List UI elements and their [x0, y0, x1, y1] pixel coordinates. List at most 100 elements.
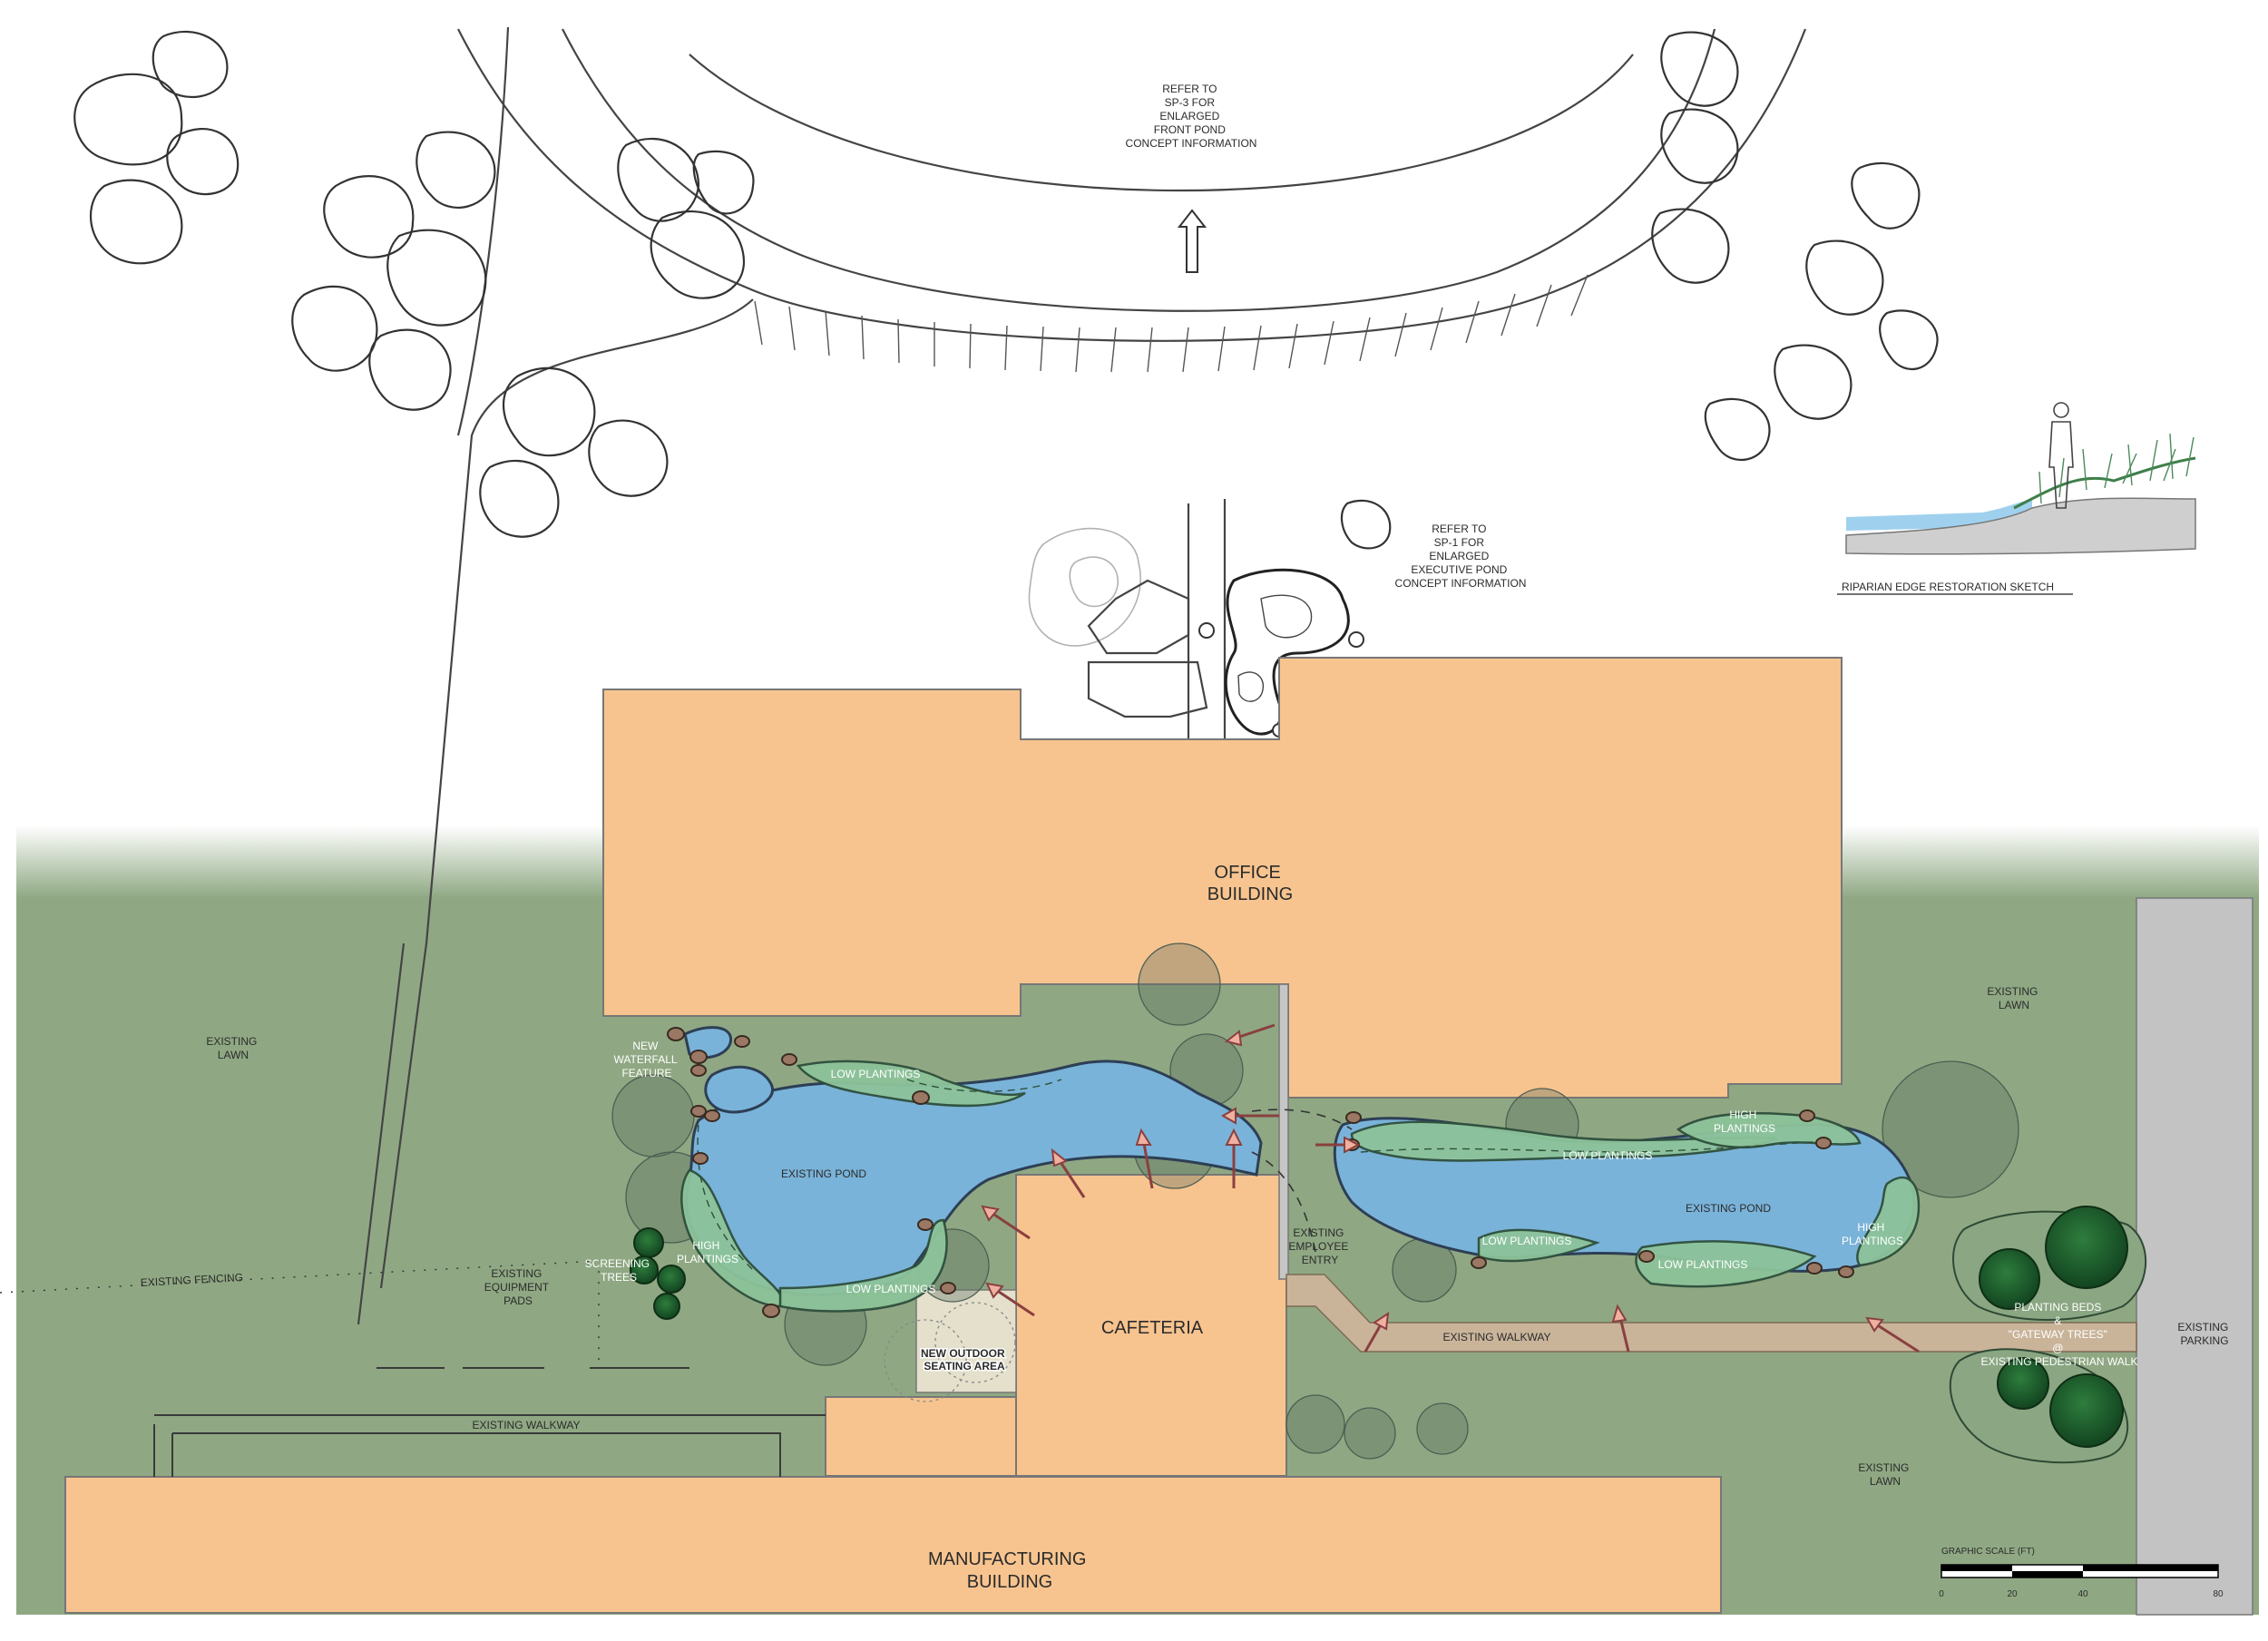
planting-beds-line5: EXISTING PEDESTRIAN WALK	[1981, 1355, 2138, 1368]
employee-entry-line1: EXISTING	[1293, 1226, 1344, 1239]
existing-walkway-bottom-label: EXISTING WALKWAY	[473, 1419, 581, 1431]
high-plantings-left-line2: PLANTINGS	[677, 1253, 738, 1265]
svg-text:PLANTING BEDS & "G: PLANTING BEDS & "GATEWAY TREES" @ EXISTI…	[1981, 1301, 2138, 1368]
entry-road	[357, 26, 1807, 1325]
parking-stalls	[754, 274, 1589, 373]
riparian-sketch-title: RIPARIAN EDGE RESTORATION SKETCH	[1842, 581, 2054, 593]
svg-text:OFFICE BUILDING: OFFICE BUILDING	[1207, 863, 1293, 904]
existing-pond-left-label: EXISTING POND	[781, 1167, 866, 1180]
office-building-line1: OFFICE	[1215, 863, 1281, 883]
screening-trees-line2: TREES	[601, 1271, 637, 1284]
svg-text:REFER TO SP-3 FOR: REFER TO SP-3 FOR ENLARGED FRONT POND CO…	[1126, 83, 1257, 150]
new-waterfall-line1: NEW	[632, 1040, 659, 1052]
existing-pond-right-label: EXISTING POND	[1686, 1202, 1771, 1215]
cafeteria-building	[1015, 1174, 1287, 1477]
high-plantings-left-line1: HIGH	[692, 1239, 719, 1252]
scale-title: GRAPHIC SCALE (FT)	[1941, 1547, 2035, 1557]
connector-channel	[1251, 1109, 1353, 1253]
existing-fencing-label: EXISTING FENCING	[140, 1271, 243, 1289]
svg-text:REFER TO SP-1 FOR: REFER TO SP-1 FOR ENLARGED EXECUTIVE PON…	[1395, 523, 1527, 590]
svg-text:EXISTING PARKING: EXISTING PARKING	[2177, 1321, 2231, 1347]
employee-entry-line2: EMPLOYEE	[1288, 1240, 1348, 1253]
existing-walkway-right	[1286, 1274, 2137, 1353]
low-plantings-label-3: LOW PLANTINGS	[1563, 1149, 1653, 1162]
refer-sp3-line2: SP-3 FOR	[1165, 96, 1216, 109]
equipment-pads-line3: PADS	[503, 1294, 533, 1307]
employee-entry-line3: ENTRY	[1302, 1254, 1338, 1266]
equipment-pads-line1: EXISTING	[491, 1267, 542, 1280]
screening-trees-line1: SCREENING	[585, 1257, 650, 1270]
low-plantings-label-1: LOW PLANTINGS	[831, 1068, 921, 1080]
cafeteria-annex	[825, 1396, 1017, 1477]
existing-walkway-right-label: EXISTING WALKWAY	[1443, 1331, 1551, 1343]
existing-parking-line2: PARKING	[2180, 1334, 2228, 1347]
office-building	[602, 657, 1843, 1099]
svg-text:NEW OUTDOOR SEATING AREA: NEW OUTDOOR SEATING AREA	[921, 1347, 1008, 1372]
manufacturing-building-line2: BUILDING	[967, 1572, 1052, 1592]
svg-text:EXISTING EQUIPMENT: EXISTING EQUIPMENT PADS	[484, 1267, 552, 1307]
existing-lawn-left-line2: LAWN	[218, 1049, 249, 1061]
equipment-pads-line2: EQUIPMENT	[484, 1281, 550, 1294]
high-plantings-right-line1: HIGH	[1857, 1221, 1884, 1234]
seating-area	[884, 1289, 1017, 1402]
refer-sp1-line5: CONCEPT INFORMATION	[1395, 577, 1527, 590]
new-outdoor-seating-line2: SEATING AREA	[924, 1360, 1005, 1372]
manufacturing-building	[64, 1476, 1722, 1614]
svg-text:NEW WATERFALL FEAT: NEW WATERFALL FEATURE	[614, 1040, 680, 1079]
new-waterfall-line3: FEATURE	[621, 1067, 671, 1079]
screening-trees-icon	[630, 1227, 686, 1320]
existing-trees-top	[73, 31, 1939, 550]
high-plantings-right-line2: PLANTINGS	[1842, 1235, 1903, 1247]
low-plantings-label-5: LOW PLANTINGS	[1658, 1258, 1748, 1271]
refer-sp1-line4: EXECUTIVE POND	[1411, 563, 1507, 576]
human-scale-figure-icon	[2048, 402, 2074, 509]
planting-beds-line3: "GATEWAY TREES"	[2009, 1328, 2107, 1341]
scale-tick-80: 80	[2213, 1589, 2224, 1599]
svg-text:HIGH PLANTINGS: HIGH PLANTINGS	[1842, 1221, 1903, 1247]
refer-sp3-line3: ENLARGED	[1159, 110, 1219, 122]
existing-parking-lot	[2136, 897, 2253, 1616]
svg-text:HIGH PLANTINGS: HIGH PLANTINGS	[677, 1239, 738, 1265]
scale-tick-40: 40	[2077, 1589, 2088, 1599]
walkways	[0, 897, 2253, 1616]
flow-arrows	[981, 1023, 1920, 1353]
planting-beds-line1: PLANTING BEDS	[2014, 1301, 2101, 1314]
refer-sp3-line4: FRONT POND	[1154, 123, 1226, 136]
boulders-left	[667, 1027, 956, 1318]
high-plantings-top-right-line1: HIGH	[1729, 1109, 1756, 1121]
svg-text:EXISTING LAWN: EXISTING LAWN	[1987, 985, 2040, 1011]
refer-sp3-line5: CONCEPT INFORMATION	[1126, 137, 1257, 150]
refer-sp1-line2: SP-1 FOR	[1434, 536, 1485, 549]
office-building-line2: BUILDING	[1207, 884, 1293, 904]
existing-lawn-right-line1: EXISTING	[1987, 985, 2038, 998]
svg-text:MANUFACTURING BUILDING: MANUFACTURING BUILDING	[928, 1549, 1091, 1592]
new-waterfall-line2: WATERFALL	[614, 1053, 678, 1066]
planting-beds-line4: @	[2052, 1342, 2063, 1354]
existing-pond-right	[1333, 1109, 1921, 1288]
existing-lawn-left-line1: EXISTING	[206, 1035, 257, 1048]
scale-tick-20: 20	[2007, 1589, 2018, 1599]
new-outdoor-seating-line1: NEW OUTDOOR	[921, 1347, 1005, 1360]
existing-lawn-bottom-line1: EXISTING	[1858, 1461, 1909, 1474]
north-arrow-icon	[1177, 209, 1207, 273]
cafeteria-label: CAFETERIA	[1101, 1318, 1204, 1338]
existing-parking-line1: EXISTING	[2177, 1321, 2228, 1333]
high-plantings-top-right-line2: PLANTINGS	[1714, 1122, 1775, 1135]
graphic-scale: GRAPHIC SCALE (FT) 0 20 40 80	[1939, 1547, 2224, 1599]
refer-sp3-line1: REFER TO	[1162, 83, 1217, 95]
planting-beds-line2: &	[2054, 1314, 2061, 1327]
existing-lawn-right-line2: LAWN	[1999, 999, 2029, 1011]
refer-sp1-line3: ENLARGED	[1429, 550, 1489, 562]
manufacturing-building-line1: MANUFACTURING	[928, 1549, 1086, 1569]
refer-sp1-line1: REFER TO	[1432, 523, 1486, 535]
low-plantings-label-2: LOW PLANTINGS	[846, 1283, 936, 1295]
buildings	[64, 657, 1843, 1614]
gateway-trees	[1949, 1206, 2146, 1464]
existing-pond-left	[630, 1026, 1263, 1320]
riparian-edge-sketch	[1837, 402, 2196, 595]
low-plantings-label-4: LOW PLANTINGS	[1482, 1235, 1572, 1247]
existing-lawn-bottom-line2: LAWN	[1870, 1475, 1901, 1488]
svg-text:EXISTING EMPLOYEE: EXISTING EMPLOYEE ENTRY	[1288, 1226, 1351, 1266]
plan-labels: REFER TO SP-3 FOR ENLARGED FRONT POND CO…	[140, 83, 2231, 1592]
